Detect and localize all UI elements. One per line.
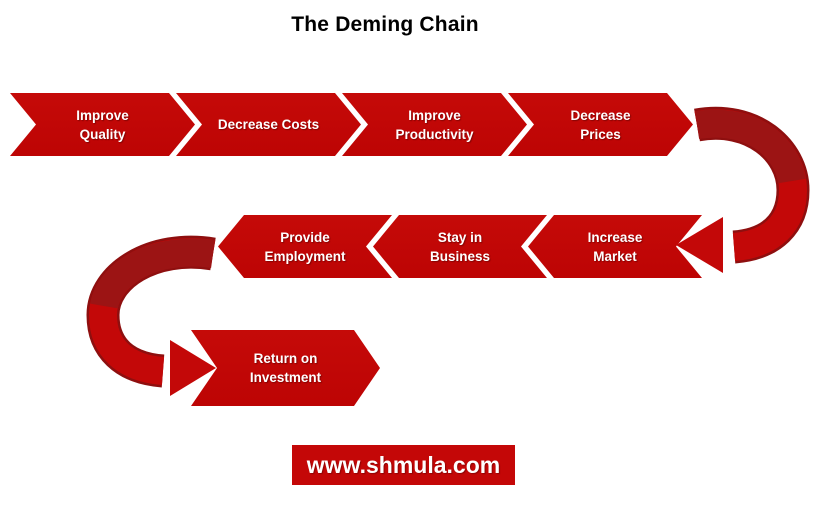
chevron-decrease-prices: Decrease Prices [508, 93, 693, 156]
chevron-label-line: Stay in [437, 229, 483, 245]
chevron-increase-market: Increase Market [528, 215, 702, 278]
chevron-label-line: Improve [408, 107, 461, 123]
curved-connector-right-icon [676, 106, 810, 273]
chevron-label-line: Quality [79, 126, 126, 142]
chevron-label-line: Improve [76, 107, 129, 123]
chevron-decrease-costs: Decrease Costs [176, 93, 361, 156]
site-url-text: www.shmula.com [306, 451, 501, 478]
curved-connector-left-icon [86, 235, 216, 396]
chevron-label-line: Return on [253, 351, 318, 366]
chevron-label-line: Investment [249, 370, 322, 385]
chevron-label-line: Decrease [570, 107, 631, 123]
chevron-return-on-investment: Return on Investment [191, 330, 380, 406]
diagram-title: The Deming Chain [291, 13, 479, 36]
chevron-label-line: Business [429, 248, 491, 264]
chevron-label-line: Increase [587, 229, 643, 245]
chevron-provide-employment: Provide Employment [218, 215, 392, 278]
chevron-label-line: Provide [280, 229, 330, 245]
chevron-label-line: Prices [580, 126, 621, 142]
site-watermark: www.shmula.com [292, 445, 515, 485]
arrowhead-right-icon [170, 340, 216, 396]
chevron-improve-quality: Improve Quality [10, 93, 195, 156]
chevron-improve-productivity: Improve Productivity [342, 93, 527, 156]
chevron-label-line: Productivity [395, 126, 474, 142]
chevron-label-line: Decrease Costs [217, 117, 320, 132]
chevron-stay-in-business: Stay in Business [373, 215, 547, 278]
arrowhead-left-icon [676, 217, 723, 273]
chevron-label-line: Employment [264, 248, 346, 264]
chevron-label-line: Market [593, 248, 637, 264]
